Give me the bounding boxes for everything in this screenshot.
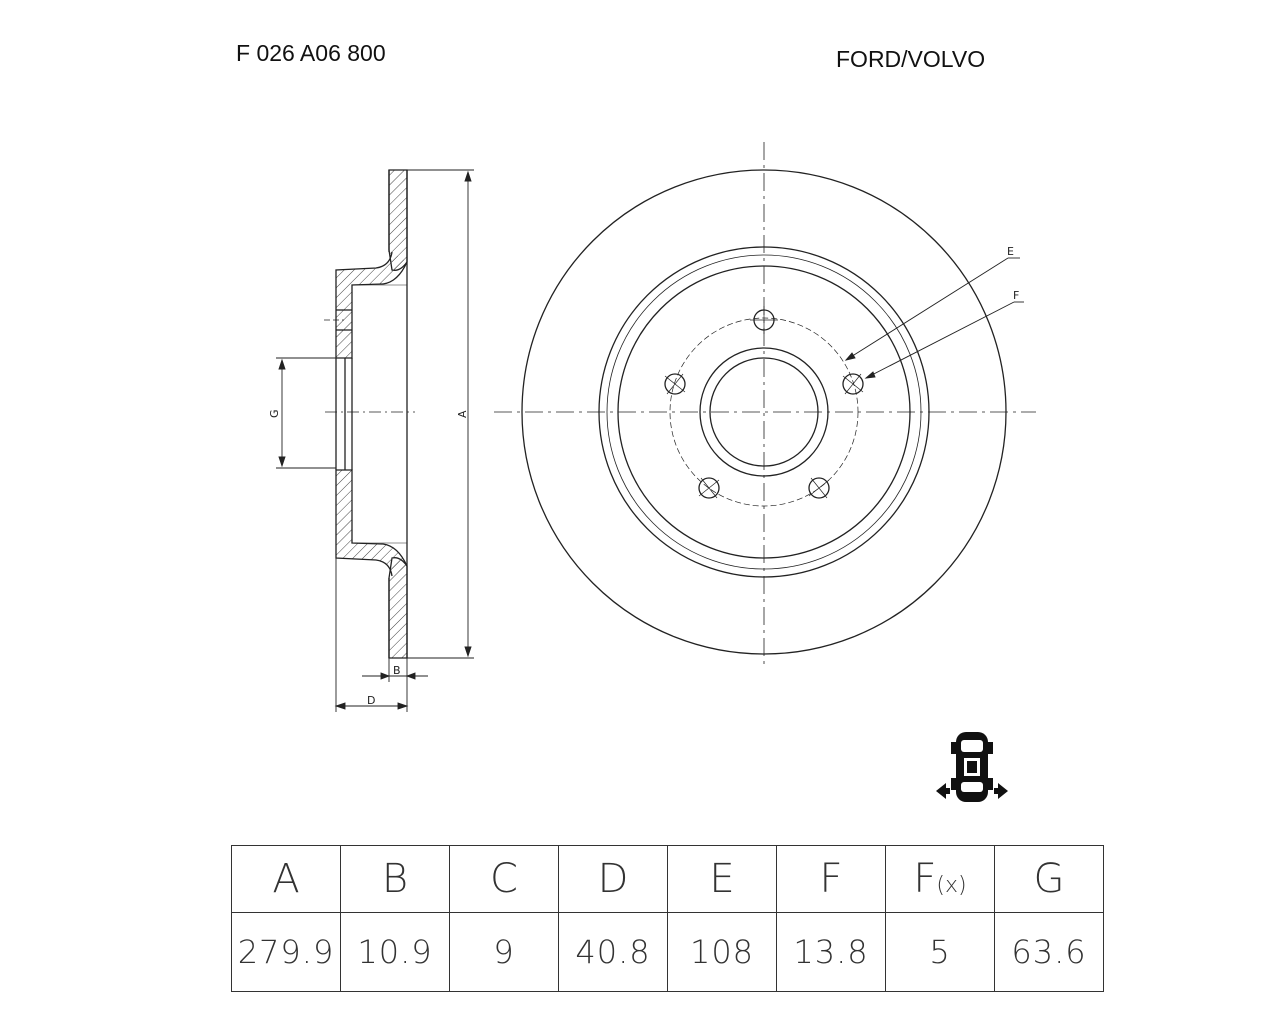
spec-header-d: D [558,845,668,913]
part-number: F 026 A06 800 [236,40,386,66]
section-hat-lower [335,469,408,577]
bolt-hole [698,477,720,499]
spec-header-fx-main: F [913,856,937,902]
dimension-b [362,658,428,682]
section-hat-upper [335,251,408,359]
car-rear-axle-icon [936,732,1008,802]
side-section-view [324,169,415,659]
spec-value-c: 9 [449,912,559,992]
spec-header-c: C [449,845,559,913]
spec-value-a: 279.9 [231,912,341,992]
dimension-label-b: B [393,664,401,677]
spec-table-value-row: 279.9 10.9 9 40.8 108 13.8 5 63.6 [231,912,1104,992]
spec-header-e: E [667,845,777,913]
manufacturer-label: FORD/VOLVO [836,46,986,72]
spec-header-b: B [340,845,450,913]
dimension-label-a: A [456,410,469,418]
bolt-hole [808,477,830,499]
bolt-hole [664,373,686,395]
spec-table-header-row: A B C D E F F(x) G [231,845,1104,913]
leader-label-f: F [1013,289,1019,302]
spec-table: A B C D E F F(x) G 279.9 10.9 9 40.8 108… [231,845,1104,992]
dimension-label-g: G [268,409,281,418]
bolt-hole [842,373,864,395]
spec-value-g: 63.6 [994,912,1104,992]
leader-label-e: E [1007,245,1014,258]
spec-value-b: 10.9 [340,912,450,992]
front-view [494,142,1036,668]
spec-header-g: G [994,845,1104,913]
spec-header-fx-sub: (x) [936,873,967,898]
spec-header-a: A [231,845,341,913]
dimension-a [407,169,474,659]
dimension-g [276,357,336,469]
spec-value-f: 13.8 [776,912,886,992]
spec-value-e: 108 [667,912,777,992]
spec-header-f: F [776,845,886,913]
spec-value-fx: 5 [885,912,995,992]
spec-header-fx: F(x) [885,845,995,913]
dimension-d [334,470,409,712]
spec-value-d: 40.8 [558,912,668,992]
dimension-label-d: D [367,694,375,707]
